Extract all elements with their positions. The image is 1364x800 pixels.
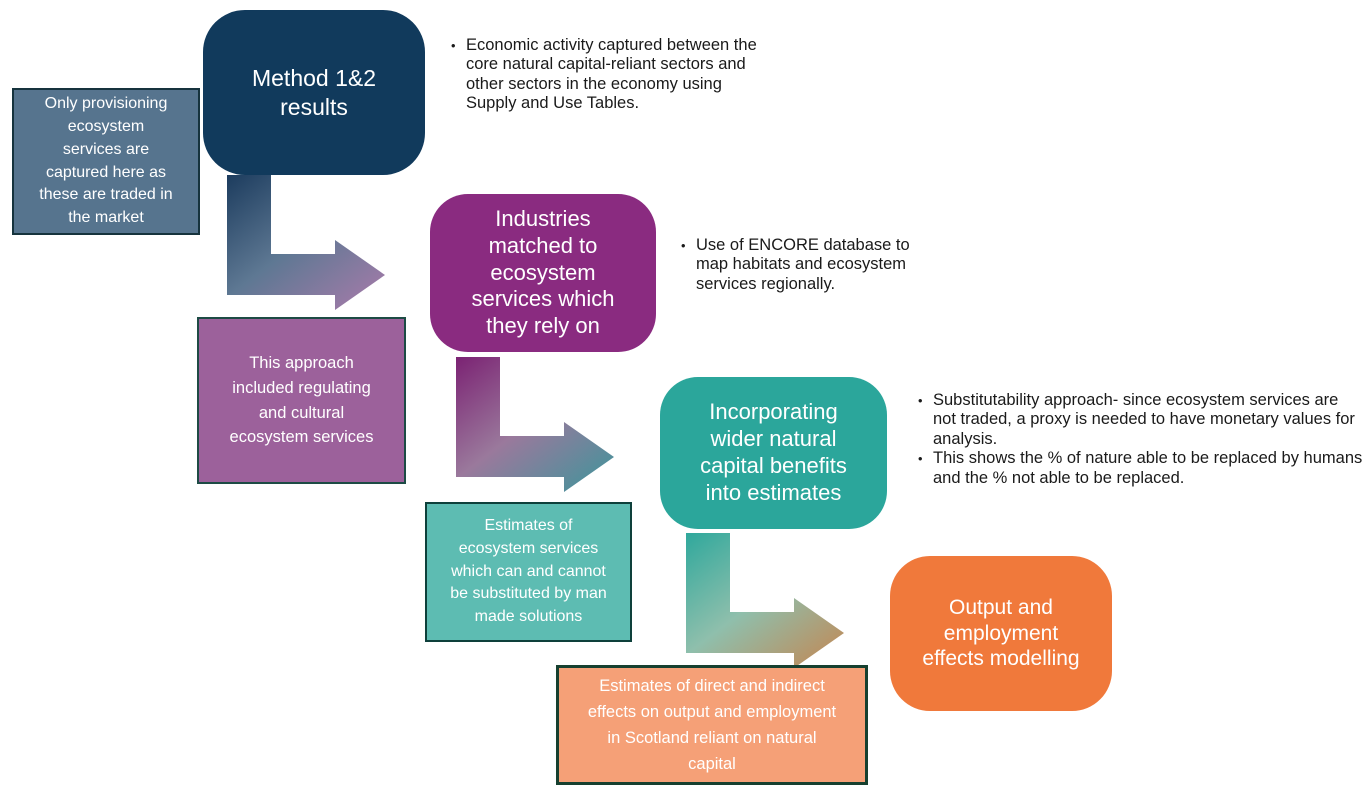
note-regulating-cultural-text: This approach included regulating and cu…: [229, 354, 374, 447]
arrow-industries-to-incorporating-icon: [456, 357, 614, 492]
note-substitution-estimates-text: Estimates of ecosystem services which ca…: [450, 517, 607, 626]
flow-step-method-results: Method 1&2 results: [203, 10, 425, 175]
bullet-item: Economic activity captured between the c…: [448, 36, 766, 114]
flow-step-industries-matched-label: Industries matched to ecosystem services…: [471, 205, 615, 339]
flow-step-output-modelling-label: Output and employment effects modelling: [922, 596, 1080, 671]
flow-step-method-results-label: Method 1&2 results: [251, 65, 377, 120]
bullet-item: Substitutability approach- since ecosyst…: [915, 391, 1363, 449]
bullets-substitutability: Substitutability approach- since ecosyst…: [915, 391, 1363, 488]
note-direct-indirect-effects: Estimates of direct and indirect effects…: [556, 665, 868, 785]
note-direct-indirect-effects-text: Estimates of direct and indirect effects…: [587, 676, 837, 774]
note-provisioning-services: Only provisioning ecosystem services are…: [12, 88, 200, 235]
bullet-item: This shows the % of nature able to be re…: [915, 449, 1363, 488]
bullet-item: Use of ENCORE database to map habitats a…: [678, 236, 941, 294]
flow-step-output-modelling: Output and employment effects modelling: [890, 556, 1112, 711]
note-substitution-estimates: Estimates of ecosystem services which ca…: [425, 502, 632, 642]
bullets-industries-encore: Use of ENCORE database to map habitats a…: [678, 236, 941, 294]
note-regulating-cultural: This approach included regulating and cu…: [197, 317, 406, 484]
note-provisioning-services-text: Only provisioning ecosystem services are…: [39, 95, 173, 226]
flow-step-wider-benefits: Incorporating wider natural capital bene…: [660, 377, 887, 529]
flow-step-wider-benefits-label: Incorporating wider natural capital bene…: [700, 399, 847, 505]
flow-step-industries-matched: Industries matched to ecosystem services…: [430, 194, 656, 352]
arrow-method-to-industries-icon: [227, 175, 385, 310]
arrow-incorporating-to-output-icon: [686, 533, 844, 668]
bullets-method-results: Economic activity captured between the c…: [448, 36, 766, 114]
